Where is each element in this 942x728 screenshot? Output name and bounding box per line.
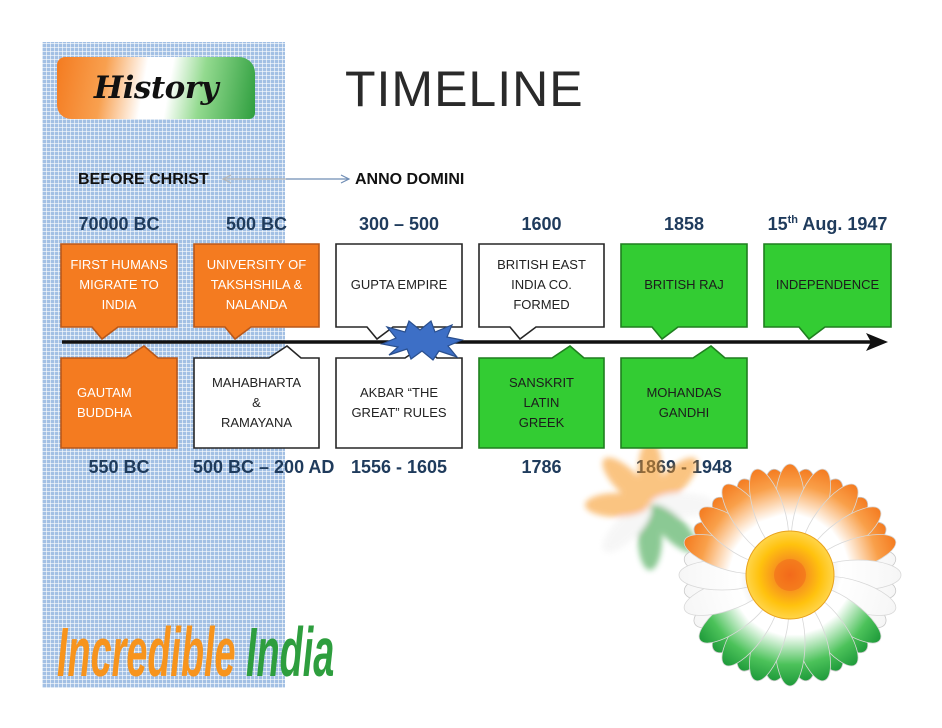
event-label-line: GUPTA EMPIRE bbox=[350, 277, 448, 292]
bottom-date: 500 BC – 200 AD bbox=[193, 457, 335, 477]
event-label-line: INDIA bbox=[101, 297, 137, 312]
event-box-sanskrit-latin-greek: SANSKRIT LATIN GREEK bbox=[478, 344, 605, 449]
top-date: 500 BC bbox=[225, 214, 288, 234]
callout-outline bbox=[60, 243, 178, 341]
event-label-line: INDIA CO. bbox=[511, 277, 572, 292]
event-box-takshshila-nalanda: UNIVERSITY OF TAKSHSHILA & NALANDA bbox=[193, 243, 320, 341]
event-label-line: BRITISH RAJ bbox=[644, 277, 724, 292]
callout-shape bbox=[193, 243, 320, 341]
callout-outline bbox=[620, 243, 748, 341]
flower-center-core bbox=[774, 559, 806, 591]
event-label-line: GREAT” RULES bbox=[351, 405, 447, 420]
faded-petal bbox=[602, 504, 651, 553]
history-logo-text: History bbox=[93, 70, 219, 106]
top-date: 1858 bbox=[663, 214, 705, 234]
footer-logo-word-2: India bbox=[246, 613, 335, 691]
event-box-mohandas-gandhi: MOHANDAS GANDHI bbox=[620, 344, 748, 449]
callout-shape bbox=[478, 344, 605, 449]
event-box-first-humans: FIRST HUMANS MIGRATE TO INDIA bbox=[60, 243, 178, 341]
event-box-gupta-empire: GUPTA EMPIRE bbox=[335, 243, 463, 341]
event-label-line: RAMAYANA bbox=[220, 415, 293, 430]
page-title: TIMELINE bbox=[345, 61, 584, 117]
event-label-line: MIGRATE TO bbox=[79, 277, 159, 292]
event-label-line: BRITISH EAST bbox=[497, 257, 586, 272]
event-label-line: BUDDHA bbox=[77, 405, 132, 420]
callout-shape bbox=[620, 243, 748, 341]
event-label-line: & bbox=[252, 395, 261, 410]
event-label-line: UNIVERSITY OF bbox=[206, 257, 307, 272]
bottom-date: 550 BC bbox=[88, 457, 150, 477]
callout-outline bbox=[763, 243, 892, 341]
callout-outline bbox=[193, 243, 320, 341]
callout-outline bbox=[193, 344, 320, 449]
event-label: MOHANDAS GANDHI bbox=[620, 358, 748, 448]
callout-outline bbox=[60, 344, 178, 449]
date-ordinal-suffix: th bbox=[787, 214, 799, 226]
event-label: UNIVERSITY OF TAKSHSHILA & NALANDA bbox=[193, 243, 320, 327]
callout-outline bbox=[620, 344, 748, 449]
event-label: AKBAR “THE GREAT” RULES bbox=[335, 358, 463, 448]
date-day: 15 bbox=[767, 214, 788, 234]
era-arrow-right-head bbox=[340, 174, 351, 184]
callout-shape bbox=[620, 344, 748, 449]
event-label-line: INDEPENDENCE bbox=[775, 277, 880, 292]
event-box-gautam-buddha: GAUTAM BUDDHA bbox=[60, 344, 178, 449]
event-label-line: FORMED bbox=[513, 297, 570, 312]
event-box-british-east-india: BRITISH EAST INDIA CO. FORMED bbox=[478, 243, 605, 341]
faded-petal bbox=[602, 457, 651, 506]
event-label: FIRST HUMANS MIGRATE TO INDIA bbox=[60, 243, 178, 327]
event-label: SANSKRIT LATIN GREEK bbox=[478, 358, 605, 448]
event-label-line: TAKSHSHILA & bbox=[210, 277, 303, 292]
event-label-line: MOHANDAS bbox=[646, 385, 722, 400]
event-box-british-raj: BRITISH RAJ bbox=[620, 243, 748, 341]
event-label: BRITISH EAST INDIA CO. FORMED bbox=[478, 243, 605, 327]
footer-logo-word-1: Incredible bbox=[57, 613, 236, 691]
faded-petal bbox=[649, 457, 698, 506]
event-label-line: AKBAR “THE bbox=[359, 385, 438, 400]
event-box-akbar: AKBAR “THE GREAT” RULES bbox=[335, 344, 463, 449]
top-date: 300 – 500 bbox=[358, 214, 440, 234]
date-month-year: Aug. 1947 bbox=[798, 214, 888, 234]
event-label: INDEPENDENCE bbox=[763, 243, 892, 327]
event-label-line: LATIN bbox=[523, 395, 560, 410]
callout-outline bbox=[478, 344, 605, 449]
era-anno-domini: ANNO DOMINI bbox=[355, 171, 465, 188]
callout-outline bbox=[478, 243, 605, 341]
event-label-line: NALANDA bbox=[225, 297, 288, 312]
event-label: GUPTA EMPIRE bbox=[335, 243, 463, 327]
event-label: GAUTAM BUDDHA bbox=[60, 358, 178, 448]
event-label: BRITISH RAJ bbox=[620, 243, 748, 327]
daisy-flower-image bbox=[585, 440, 902, 687]
top-date: 70000 BC bbox=[78, 214, 160, 234]
flower-petals-front bbox=[678, 463, 902, 687]
incredible-india-logo: Incredible India bbox=[57, 617, 334, 687]
callout-shape bbox=[193, 344, 320, 449]
event-label-line: MAHABHARTA bbox=[211, 375, 302, 390]
event-label-line: SANSKRIT bbox=[508, 375, 574, 390]
era-before-christ: BEFORE CHRIST bbox=[78, 171, 209, 188]
event-label-line: GAUTAM bbox=[77, 385, 132, 400]
callout-shape bbox=[763, 243, 892, 341]
event-label-line: GREEK bbox=[518, 415, 565, 430]
callout-shape bbox=[60, 344, 178, 449]
top-date: 15th Aug. 1947 bbox=[763, 213, 892, 235]
event-label-line: GANDHI bbox=[658, 405, 710, 420]
bottom-date: 1786 bbox=[521, 457, 562, 477]
event-box-mahabharta-ramayana: MAHABHARTA & RAMAYANA bbox=[193, 344, 320, 449]
top-date: 1600 bbox=[521, 214, 562, 234]
event-label-line: FIRST HUMANS bbox=[70, 257, 168, 272]
callout-shape bbox=[478, 243, 605, 341]
event-box-independence: INDEPENDENCE bbox=[763, 243, 892, 341]
callout-shape bbox=[60, 243, 178, 341]
event-label: MAHABHARTA & RAMAYANA bbox=[193, 358, 320, 448]
history-logo: History bbox=[57, 57, 255, 119]
bottom-date: 1556 - 1605 bbox=[350, 457, 448, 477]
